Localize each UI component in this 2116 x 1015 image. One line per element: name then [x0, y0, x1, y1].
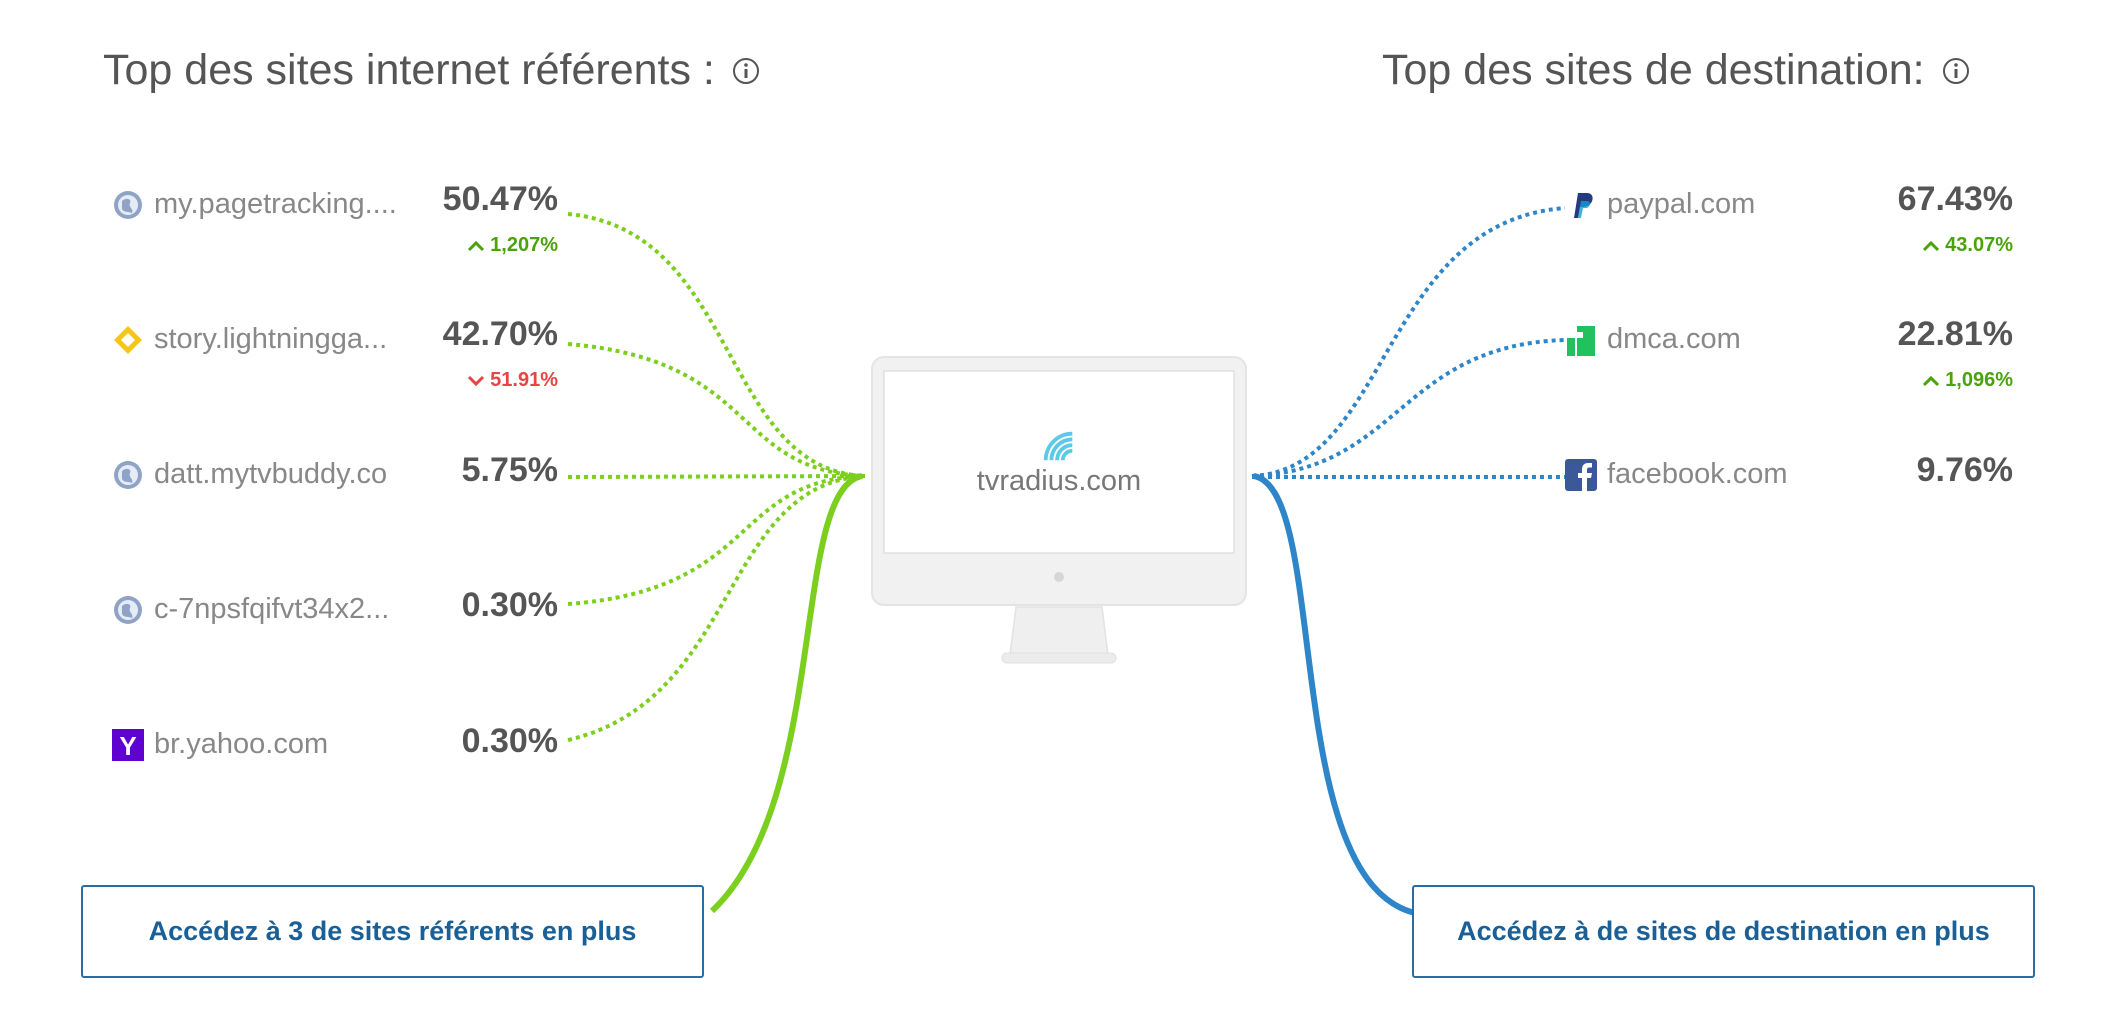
referrer-item[interactable]: datt.mytvbuddy.co — [112, 458, 387, 491]
referrer-percentage: 50.47% — [442, 180, 558, 218]
facebook-icon — [1565, 458, 1597, 491]
referrer-percentage: 42.70% — [442, 315, 558, 353]
destination-change-up: 1,096% — [1922, 369, 2013, 392]
referrer-site-name[interactable]: story.lightningga... — [154, 323, 388, 355]
globe-icon — [114, 595, 142, 624]
referrer-change-down: 51.91% — [467, 369, 558, 392]
destination-site-name[interactable]: facebook.com — [1607, 458, 1788, 490]
change-value: 1,096% — [1945, 369, 2013, 391]
referrer-line-1 — [567, 212, 866, 478]
referrer-site-name[interactable]: my.pagetracking.... — [154, 188, 397, 220]
wifi-signal-icon — [1043, 431, 1073, 461]
destination-line-1 — [1251, 206, 1566, 478]
destination-site-name[interactable]: dmca.com — [1607, 323, 1741, 355]
referrer-item[interactable]: c-7npsfqifvt34x2... — [112, 593, 389, 626]
chevron-up-icon — [468, 240, 485, 251]
yahoo-icon: Y — [112, 728, 144, 761]
paypal-icon — [1574, 192, 1593, 218]
destination-line-2 — [1251, 338, 1566, 478]
monitor-illustration — [871, 356, 1247, 664]
referrer-percentage: 5.75% — [461, 451, 558, 489]
referrer-change-up: 1,207% — [467, 234, 558, 257]
change-value: 1,207% — [490, 234, 558, 256]
referrer-item[interactable]: Y br.yahoo.com — [112, 728, 328, 761]
destinations-title: Top des sites de destination: — [1382, 46, 1971, 95]
referrer-site-name[interactable]: br.yahoo.com — [154, 728, 329, 760]
more-referrers-button[interactable]: Accédez à 3 de sites référents en plus — [81, 885, 704, 978]
chevron-up-icon — [1923, 375, 1940, 386]
change-value: 51.91% — [490, 369, 558, 391]
destination-percentage: 9.76% — [1916, 451, 2013, 489]
destination-percentage: 22.81% — [1897, 315, 2013, 353]
referrers-title-text: Top des sites internet référents : — [103, 46, 715, 94]
destination-cta-connector — [1253, 473, 1416, 916]
destination-site-name[interactable]: paypal.com — [1607, 188, 1756, 220]
referrer-item[interactable]: story.lightningga... — [112, 323, 387, 356]
referrer-percentage: 0.30% — [461, 586, 558, 624]
chevron-down-icon — [468, 375, 485, 386]
referrer-line-2 — [567, 342, 866, 478]
destination-item[interactable]: facebook.com — [1565, 458, 1788, 491]
referrer-line-4 — [567, 474, 866, 606]
referrer-line-3 — [567, 474, 866, 479]
referrer-percentage: 0.30% — [461, 722, 558, 760]
referrer-site-name[interactable]: c-7npsfqifvt34x2... — [154, 593, 390, 625]
monitor: tvradius.com — [870, 355, 1248, 670]
referrer-site-name[interactable]: datt.mytvbuddy.co — [154, 458, 388, 490]
globe-icon — [114, 190, 142, 219]
destination-percentage: 67.43% — [1897, 180, 2013, 218]
referrer-cta-connector — [709, 473, 863, 914]
globe-icon — [114, 460, 142, 489]
svg-text:Y: Y — [119, 731, 136, 761]
destination-change-up: 43.07% — [1922, 234, 2013, 257]
info-icon[interactable] — [1941, 56, 1971, 86]
chevron-up-icon — [1923, 240, 1940, 251]
referrer-line-5 — [567, 474, 866, 742]
referrers-title: Top des sites internet référents : — [103, 46, 761, 95]
referrer-item[interactable]: my.pagetracking.... — [112, 188, 397, 221]
destination-item[interactable]: dmca.com — [1565, 323, 1741, 356]
change-value: 43.07% — [1945, 234, 2013, 256]
diamond-logo-icon — [114, 325, 142, 354]
more-destinations-button[interactable]: Accédez à de sites de destination en plu… — [1412, 885, 2035, 978]
destinations-title-text: Top des sites de destination: — [1382, 46, 1925, 94]
dmca-icon — [1567, 325, 1595, 356]
center-site-name: tvradius.com — [976, 465, 1142, 497]
destination-item[interactable]: paypal.com — [1565, 188, 1755, 221]
info-icon[interactable] — [731, 56, 761, 86]
